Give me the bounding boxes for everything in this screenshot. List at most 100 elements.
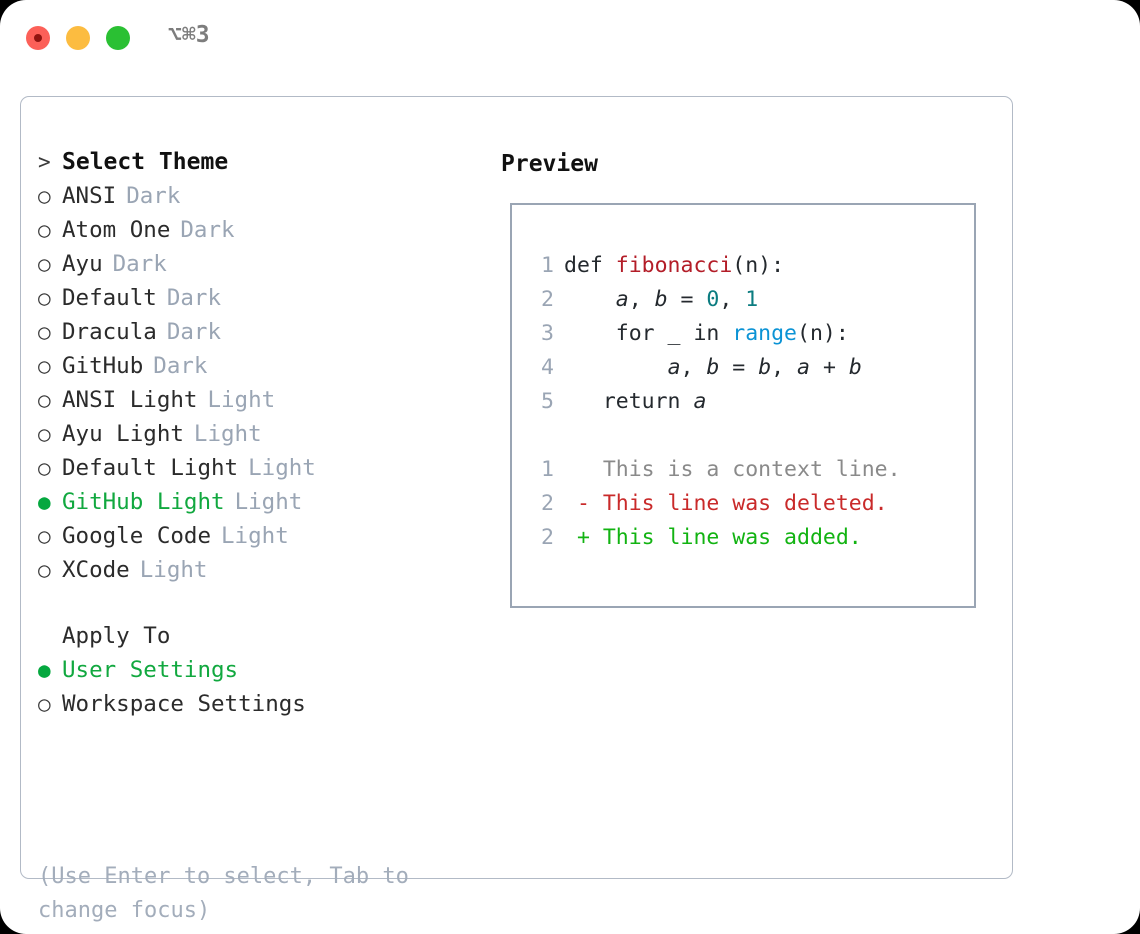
apply-to-label: User Settings: [62, 657, 239, 683]
theme-variant-tag: Dark: [180, 217, 235, 243]
theme-variant-tag: Light: [248, 455, 316, 481]
code-line-text: def fibonacci(n):: [564, 249, 784, 283]
code-token-plain: def: [564, 253, 616, 278]
code-line-text: for _ in range(n):: [564, 317, 849, 351]
maximize-button[interactable]: [106, 26, 130, 50]
radio-unselected-icon[interactable]: ○: [38, 252, 51, 276]
section-spacer: [38, 591, 498, 623]
theme-name-label: Atom One: [62, 217, 171, 243]
radio-unselected-icon[interactable]: ○: [38, 422, 51, 446]
code-token-plain: ,: [719, 287, 746, 312]
theme-variant-tag: Light: [193, 421, 262, 447]
code-token-plain: +: [810, 355, 849, 380]
keyboard-hint-text: (Use Enter to select, Tab to change focu…: [38, 864, 409, 923]
theme-name-label: Dracula: [62, 319, 157, 345]
blank-marker: ○: [38, 624, 62, 648]
code-token-var: a: [615, 287, 629, 312]
apply-to-heading-label: Apply To: [62, 623, 171, 649]
radio-unselected-icon[interactable]: ○: [38, 218, 51, 242]
theme-variant-tag: Dark: [126, 183, 181, 209]
line-number: 5: [541, 389, 554, 414]
code-token-var: b: [848, 355, 862, 380]
radio-unselected-icon[interactable]: ○: [38, 558, 51, 582]
code-token-num: 1: [745, 287, 759, 312]
theme-name-label: XCode: [62, 557, 130, 583]
theme-list-item[interactable]: ○ XCode Light: [38, 557, 498, 591]
select-theme-heading-label: Select Theme: [62, 149, 229, 175]
code-line: 5 return a: [528, 385, 901, 419]
code-token-var: a: [693, 389, 707, 414]
theme-variant-tag: Dark: [166, 285, 222, 311]
radio-unselected-icon[interactable]: ○: [38, 286, 51, 310]
theme-list-item[interactable]: ○ Default Dark: [38, 285, 498, 319]
diff-line: 2 + This line was added.: [528, 521, 901, 555]
code-token-var: a: [667, 355, 681, 380]
theme-list-item[interactable]: ○ Atom One Dark: [38, 217, 498, 251]
radio-unselected-icon[interactable]: ○: [38, 692, 51, 716]
theme-variant-tag: Light: [221, 523, 289, 549]
keyboard-shortcut-label: ⌥⌘3: [168, 22, 210, 48]
code-token-plain: ,: [680, 355, 707, 380]
theme-name-label: ANSI: [62, 183, 117, 209]
line-number: 3: [541, 321, 554, 346]
theme-name-label: Default: [62, 285, 157, 311]
diff-line-text: This is a context line.: [564, 457, 901, 482]
close-button[interactable]: [26, 26, 50, 50]
theme-name-label: Google Code: [62, 523, 212, 549]
code-token-fn: fibonacci: [615, 253, 733, 278]
diff-line-text: - This line was deleted.: [564, 491, 888, 516]
diff-line: 2 - This line was deleted.: [528, 487, 901, 521]
radio-unselected-icon[interactable]: ○: [38, 388, 51, 412]
theme-variant-tag: Light: [234, 489, 303, 515]
code-token-plain: for _ in: [564, 321, 733, 346]
apply-to-list[interactable]: ● User Settings ○Workspace Settings: [38, 657, 498, 725]
code-line: 3 for _ in range(n):: [528, 317, 901, 351]
radio-unselected-icon[interactable]: ○: [38, 184, 51, 208]
line-number: 2: [541, 491, 554, 516]
code-token-var: b: [654, 287, 668, 312]
code-token-plain: [564, 287, 616, 312]
theme-list-item[interactable]: ○ ANSI Dark: [38, 183, 498, 217]
title-bar: ⌥⌘3: [0, 0, 1140, 78]
code-token-plain: =: [667, 287, 707, 312]
radio-selected-icon[interactable]: ●: [38, 658, 51, 682]
theme-name-label: Default Light: [62, 455, 239, 481]
line-number: 1: [541, 457, 554, 482]
apply-to-item[interactable]: ● User Settings: [38, 657, 498, 691]
theme-list-item[interactable]: ○ Default Light Light: [38, 455, 498, 489]
radio-unselected-icon[interactable]: ○: [38, 354, 51, 378]
code-token-plain: return: [564, 389, 694, 414]
theme-variant-tag: Light: [139, 557, 208, 583]
theme-list-item[interactable]: ○ Google Code Light: [38, 523, 498, 557]
line-number: 4: [541, 355, 554, 380]
radio-unselected-icon[interactable]: ○: [38, 524, 51, 548]
radio-selected-icon[interactable]: ●: [38, 490, 51, 514]
apply-to-item[interactable]: ○Workspace Settings: [38, 691, 498, 725]
theme-name-label: Ayu: [62, 251, 103, 277]
minimize-button[interactable]: [66, 26, 90, 50]
code-token-var: b: [706, 355, 720, 380]
radio-unselected-icon[interactable]: ○: [38, 320, 51, 344]
code-blank-line: [528, 419, 901, 453]
code-line: 2 a, b = 0, 1: [528, 283, 901, 317]
radio-unselected-icon[interactable]: ○: [38, 456, 51, 480]
apply-to-heading: ○ Apply To: [38, 623, 498, 657]
theme-name-label: ANSI Light: [62, 387, 198, 413]
theme-name-label: GitHub: [62, 353, 144, 379]
line-number: 2: [541, 287, 554, 312]
code-token-plain: (n):: [732, 253, 785, 278]
code-token-plain: ,: [771, 355, 798, 380]
code-token-plain: ,: [628, 287, 655, 312]
code-token-var: b: [758, 355, 772, 380]
